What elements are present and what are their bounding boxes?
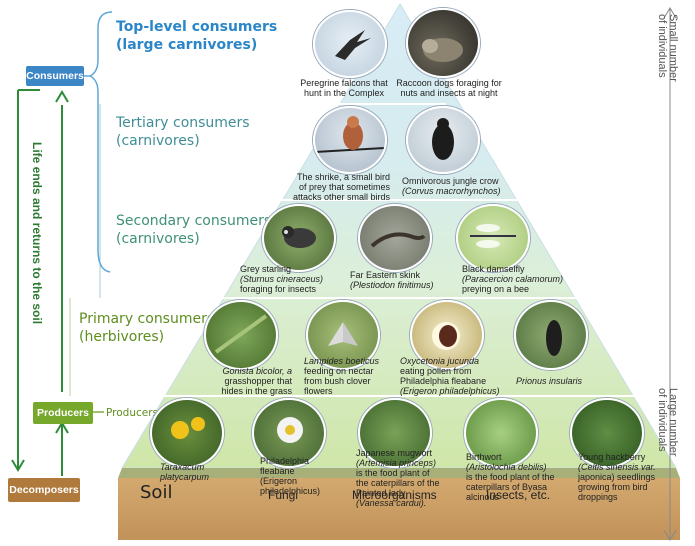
dandelion-photo [150,398,224,468]
caption-starling: Grey starling(Sturnus cineraceus)foragin… [240,264,324,294]
hackberry-photo [570,398,644,468]
large-individuals-label: of individuals [656,388,668,452]
caption-mugwort: Japanese mugwort(Artemisia princeps)is t… [356,448,440,508]
tier-title-secondary: Secondary consumers(carnivores) [116,213,272,247]
large-number-label: Large number [667,388,679,457]
tier-title-top: Top-level consumers(large carnivores) [116,19,278,53]
decomposers-box: Decomposers [8,478,80,502]
caption-hackberry: Young hackberry(Celtis sinensis var.japo… [578,452,656,502]
insects-label: Insects, etc. [486,488,551,502]
microorganisms-label: Microorganisms [352,488,437,502]
beetle-photo [410,300,484,370]
caption-crow: Omnivorous jungle crow(Corvus macrorhync… [402,176,501,196]
crow-photo [406,106,480,174]
cycle-text: Life ends and returns to the soil [30,142,44,325]
falcon-photo [313,10,387,78]
fungi-label: Fungi [268,488,299,502]
raccoon-photo [406,8,480,78]
tier-title-tertiary: Tertiary consumers(carnivores) [116,115,250,149]
birthwort-photo [464,398,538,468]
tier-title-primary: Primary consumers(herbivores) [79,311,215,345]
grasshopper-photo [204,300,278,370]
caption-birthwort: Birthwort(Aristolochia debilis)is the fo… [466,452,555,502]
prionus-photo [514,300,588,370]
starling-photo [262,204,336,272]
shrike-photo [313,106,387,174]
tier-title-producers: Producers [106,407,158,419]
butterfly-photo [306,300,380,370]
caption-skink: Far Eastern skink(Plestiodon finitimus) [350,270,434,290]
consumers-box: Consumers [26,66,84,86]
producers-box: Producers [33,402,93,424]
skink-photo [358,204,432,272]
caption-damselfly: Black damselfly(Paracercion calamorum)pr… [462,264,564,294]
mugwort-photo [358,398,432,468]
caption-prionus: Prionus insularis [516,376,583,386]
small-number-label: Small number [667,14,679,82]
damselfly-photo [456,204,530,272]
soil-label: Soil [140,482,173,503]
small-individuals-label: of individuals [656,14,668,78]
fleabane-photo [252,398,326,468]
